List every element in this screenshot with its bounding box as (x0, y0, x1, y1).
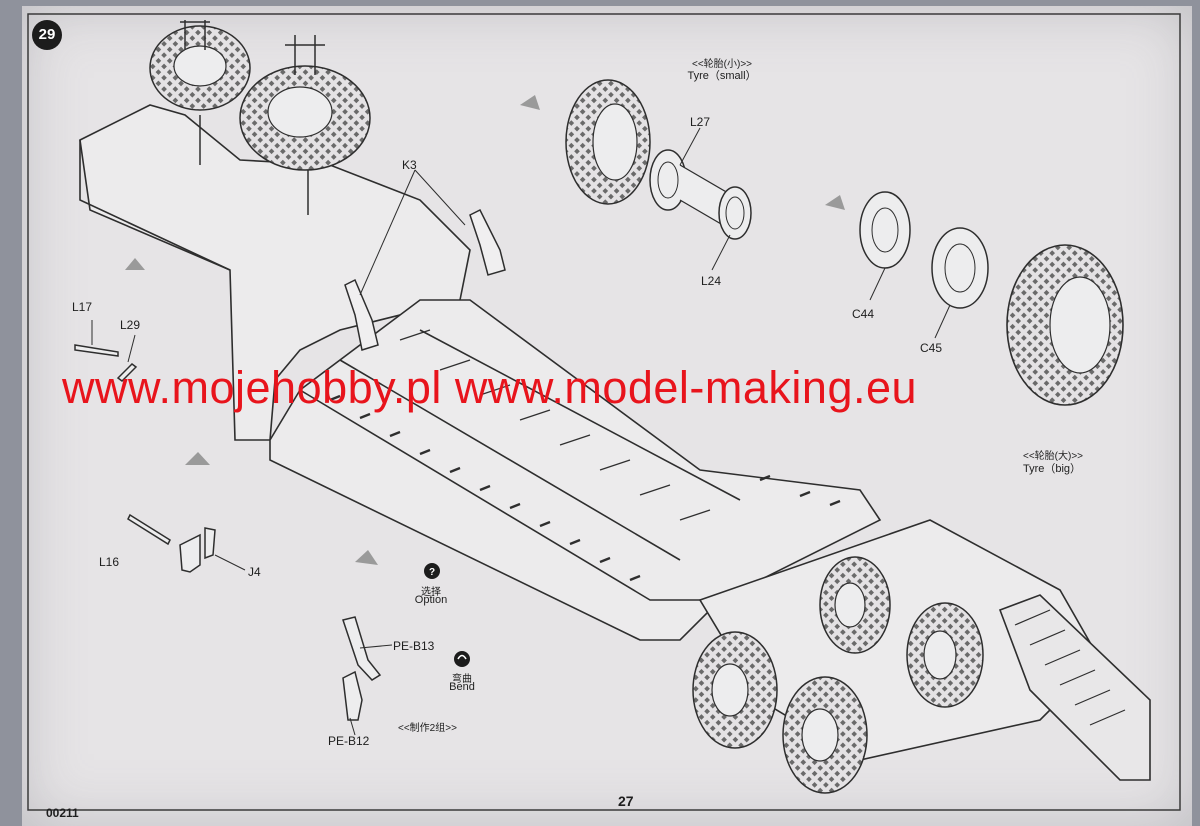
tyre-big-en-label: Tyre（big） (1022, 463, 1082, 475)
label-l27: L27 (690, 115, 711, 129)
footer-code: 00211 (46, 806, 79, 820)
rear-wheels (692, 556, 984, 794)
part-j4 (179, 527, 246, 573)
k3-brackets (344, 208, 506, 351)
tyre-small-cn-label: <<轮胎(小)>> (691, 59, 753, 70)
part-l17 (74, 320, 119, 357)
ramp-slats (1014, 609, 1126, 726)
label-k3: K3 (402, 158, 417, 172)
label-pe-b12: PE-B12 (328, 734, 370, 748)
page-frame (27, 13, 1181, 811)
step-number-badge: 29 (32, 20, 62, 50)
k3-leader-lines (359, 169, 466, 296)
option-en-label: Option (414, 594, 448, 606)
part-l16 (127, 513, 171, 546)
option-cn-label: 选择 (421, 587, 441, 598)
label-l16: L16 (99, 555, 120, 569)
part-pe-b12 (342, 670, 363, 736)
bend-icon (454, 651, 470, 667)
option-icon (424, 563, 440, 579)
svg-text:?: ? (429, 567, 435, 578)
deck-cross-members (399, 329, 711, 521)
label-l17: L17 (72, 300, 93, 314)
watermark-text: www.mojehobby.pl www.model-making.eu (62, 362, 918, 413)
bend-cn-label: 弯曲 (452, 674, 472, 685)
label-c44: C44 (852, 307, 875, 321)
big-tyre-assembly (859, 191, 1124, 406)
spare-wheel-big-top (239, 65, 371, 171)
part-pe-b13 (342, 616, 393, 681)
tyre-big-cn-label: <<轮胎(大)>> (1022, 451, 1084, 462)
small-tyre-assembly (565, 79, 752, 271)
bend-en-label: Bend (449, 681, 475, 693)
label-l24: L24 (701, 274, 722, 288)
part-l29 (116, 334, 138, 382)
make-two-sets-label: <<制作2组>> (398, 723, 457, 734)
label-l29: L29 (120, 318, 141, 332)
direction-arrows (125, 95, 845, 565)
label-pe-b13: PE-B13 (393, 639, 435, 653)
deck-slots (329, 394, 841, 582)
trailer-body (79, 104, 1151, 781)
spare-wheel-holders (180, 20, 325, 215)
page-number: 27 (618, 793, 634, 809)
spare-wheel-small-top (149, 25, 251, 111)
label-c45: C45 (920, 341, 943, 355)
label-j4: J4 (248, 565, 261, 579)
tyre-small-en-label: Tyre（small） (687, 70, 757, 82)
